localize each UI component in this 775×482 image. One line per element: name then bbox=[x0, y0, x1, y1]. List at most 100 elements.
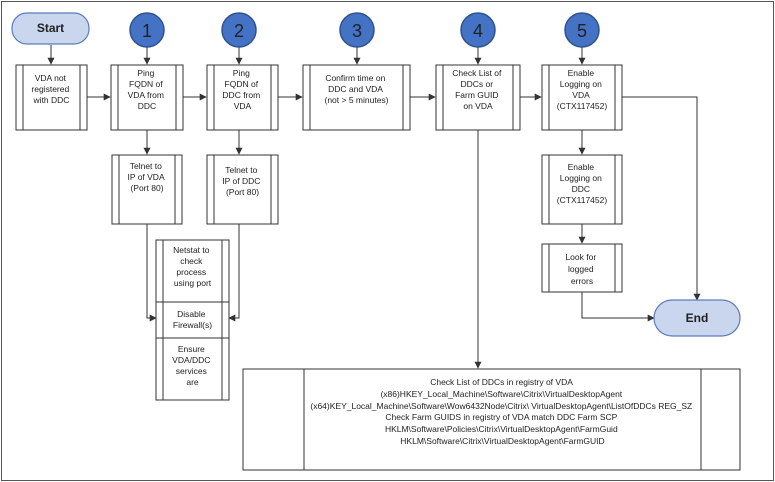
node-telnet-ip-vda: Telnet to IP of VDA (Port 80) bbox=[111, 154, 183, 225]
ensure-services-line: services bbox=[176, 366, 207, 376]
enable-logging-ddc-line: Logging on bbox=[560, 173, 602, 183]
svg-text:Look for logged er: Look for logged errors bbox=[565, 252, 598, 286]
step-circle-3: 3 bbox=[339, 12, 375, 48]
netstat-line: process bbox=[176, 267, 206, 277]
disable-firewall-line: Disable bbox=[177, 309, 206, 319]
enable-logging-vda-line: VDA bbox=[572, 90, 590, 100]
ping-fqdn-vda-line: Ping bbox=[137, 68, 154, 78]
registry-details-line: Check Farm GUIDS in registry of VDA matc… bbox=[385, 412, 617, 422]
registry-details-line: HKLM\Software\Citrix\VirtualDesktopAgent… bbox=[400, 436, 604, 446]
node-netstat: Netstat to check process using port bbox=[155, 239, 230, 303]
telnet-ip-ddc-line: Telnet to bbox=[225, 165, 257, 175]
enable-logging-ddc-line: (CTX117452) bbox=[557, 195, 608, 205]
confirm-time-line: (not > 5 minutes) bbox=[324, 95, 388, 105]
end-terminal: End bbox=[653, 299, 741, 337]
step-circle-5: 5 bbox=[564, 12, 600, 48]
netstat-line: Netstat to bbox=[173, 245, 210, 255]
enable-logging-vda-line: (CTX117452) bbox=[557, 101, 608, 111]
registry-details-line: HKLM\Software\Policies\Citrix\VirtualDes… bbox=[385, 424, 618, 434]
edge-telnet-ddc-to-firewall bbox=[228, 224, 240, 322]
look-for-errors-line: errors bbox=[571, 276, 593, 286]
look-for-errors-line: Look for bbox=[565, 252, 596, 262]
ping-fqdn-ddc-line: Ping bbox=[233, 68, 250, 78]
svg-text:Netstat to check p: Netstat to check process using port bbox=[173, 245, 212, 288]
registry-details-line: Check List of DDCs in registry of VDA bbox=[430, 377, 573, 387]
registry-details-line: (x86)HKEY_Local_Machine\Software\Citrix\… bbox=[380, 389, 622, 399]
ping-fqdn-vda-line: VDA from bbox=[128, 90, 164, 100]
node-ping-fqdn-ddc: Ping FQDN of DDC from VDA bbox=[206, 64, 279, 131]
node-confirm-time: Confirm time on DDC and VDA (not > 5 min… bbox=[302, 64, 411, 131]
svg-text:Ping FQDN of DDC f: Ping FQDN of DDC from VDA bbox=[222, 68, 262, 111]
node-disable-firewall: Disable Firewall(s) bbox=[155, 301, 230, 339]
node-check-list-ddcs: Check List of DDCs or Farm GUID on VDA bbox=[435, 64, 521, 131]
telnet-ip-vda-line: IP of VDA bbox=[127, 172, 164, 182]
check-list-ddcs-line: Farm GUID bbox=[455, 90, 498, 100]
node-enable-logging-vda: Enable Logging on VDA (CTX117452) bbox=[541, 64, 623, 131]
node-registry-details: Check List of DDCs in registry of VDA (x… bbox=[242, 368, 741, 471]
svg-text:Telnet to IP of VDA: Telnet to IP of VDA (Port 80) bbox=[127, 161, 166, 193]
svg-text:Confirm time on DDC and: Confirm time on DDC and VDA (not > 5 min… bbox=[324, 73, 388, 105]
enable-logging-ddc-line: DDC bbox=[572, 184, 590, 194]
svg-text:Disable Firewall(s): Disable Firewall(s) bbox=[173, 309, 212, 330]
ping-fqdn-ddc-line: VDA bbox=[234, 101, 252, 111]
telnet-ip-vda-line: Telnet to bbox=[130, 161, 162, 171]
edge-enable-vda-to-end bbox=[622, 96, 701, 301]
svg-text:Enable Logging on: Enable Logging on VDA (CTX117452) bbox=[557, 68, 608, 111]
node-ping-fqdn-vda: Ping FQDN of VDA from DDC bbox=[110, 64, 184, 131]
svg-text:Enable Logging on: Enable Logging on DDC (CTX117452) bbox=[557, 162, 608, 205]
step-number-4: 4 bbox=[473, 21, 483, 41]
ensure-services-line: Ensure bbox=[178, 344, 205, 354]
vda-not-registered-line: with DDC bbox=[33, 95, 70, 105]
node-enable-logging-ddc: Enable Logging on DDC (CTX117452) bbox=[541, 154, 623, 225]
check-list-ddcs-line: on VDA bbox=[463, 101, 493, 111]
svg-text:Telnet to IP of DDC: Telnet to IP of DDC (Port 80) bbox=[222, 165, 262, 197]
svg-text:Ping FQDN of VDA f: Ping FQDN of VDA from DDC bbox=[128, 68, 167, 111]
netstat-line: using port bbox=[174, 278, 212, 288]
telnet-ip-ddc-line: IP of DDC bbox=[222, 176, 260, 186]
look-for-errors-line: logged bbox=[568, 264, 594, 274]
telnet-ip-vda-line: (Port 80) bbox=[130, 183, 163, 193]
ensure-services-line: VDA/DDC bbox=[172, 355, 210, 365]
check-list-ddcs-line: DDCs or bbox=[461, 79, 494, 89]
edge-telnet-vda-to-firewall bbox=[146, 224, 157, 322]
node-look-for-errors: Look for logged errors bbox=[541, 243, 623, 293]
edges bbox=[47, 45, 701, 369]
enable-logging-vda-line: Enable bbox=[568, 68, 595, 78]
edge-look-errors-to-end bbox=[581, 292, 655, 322]
start-terminal: Start bbox=[11, 12, 90, 45]
netstat-line: check bbox=[180, 256, 203, 266]
svg-text:Check List of DDCs in registry: Check List of DDCs in registry of VDA (x… bbox=[310, 377, 694, 446]
step-circle-1: 1 bbox=[129, 12, 165, 48]
start-label: Start bbox=[37, 21, 64, 35]
enable-logging-vda-line: Logging on bbox=[560, 79, 602, 89]
svg-text:VDA not registered: VDA not registered with DDC bbox=[31, 73, 71, 105]
node-telnet-ip-ddc: Telnet to IP of DDC (Port 80) bbox=[206, 154, 279, 225]
vda-not-registered-line: VDA not bbox=[35, 73, 67, 83]
ensure-services-line: are bbox=[186, 377, 199, 387]
registry-details-line: (x64)KEY_Local_Machine\Software\Wow6432N… bbox=[310, 401, 692, 411]
disable-firewall-line: Firewall(s) bbox=[173, 320, 212, 330]
confirm-time-line: Confirm time on bbox=[325, 73, 385, 83]
step-number-2: 2 bbox=[234, 21, 244, 41]
step-number-3: 3 bbox=[352, 21, 362, 41]
confirm-time-line: DDC and VDA bbox=[328, 84, 383, 94]
check-list-ddcs-line: Check List of bbox=[452, 68, 502, 78]
ping-fqdn-ddc-line: DDC from bbox=[222, 90, 260, 100]
step-number-5: 5 bbox=[577, 21, 587, 41]
end-label: End bbox=[686, 311, 709, 325]
node-ensure-services: Ensure VDA/DDC services are bbox=[155, 337, 230, 401]
ping-fqdn-vda-line: DDC bbox=[138, 101, 156, 111]
svg-text:Check List of DDCs or: Check List of DDCs or Farm GUID on VDA bbox=[452, 68, 504, 111]
node-vda-not-registered: VDA not registered with DDC bbox=[15, 64, 88, 131]
step-number-1: 1 bbox=[142, 21, 152, 41]
telnet-ip-ddc-line: (Port 80) bbox=[226, 187, 259, 197]
ping-fqdn-vda-line: FQDN of bbox=[129, 79, 163, 89]
svg-text:Ensure VDA/DDC ser: Ensure VDA/DDC services are bbox=[172, 344, 213, 387]
step-circle-4: 4 bbox=[460, 12, 496, 48]
step-circle-2: 2 bbox=[221, 12, 257, 48]
ping-fqdn-ddc-line: FQDN of bbox=[225, 79, 259, 89]
vda-not-registered-line: registered bbox=[31, 84, 69, 94]
enable-logging-ddc-line: Enable bbox=[568, 162, 595, 172]
